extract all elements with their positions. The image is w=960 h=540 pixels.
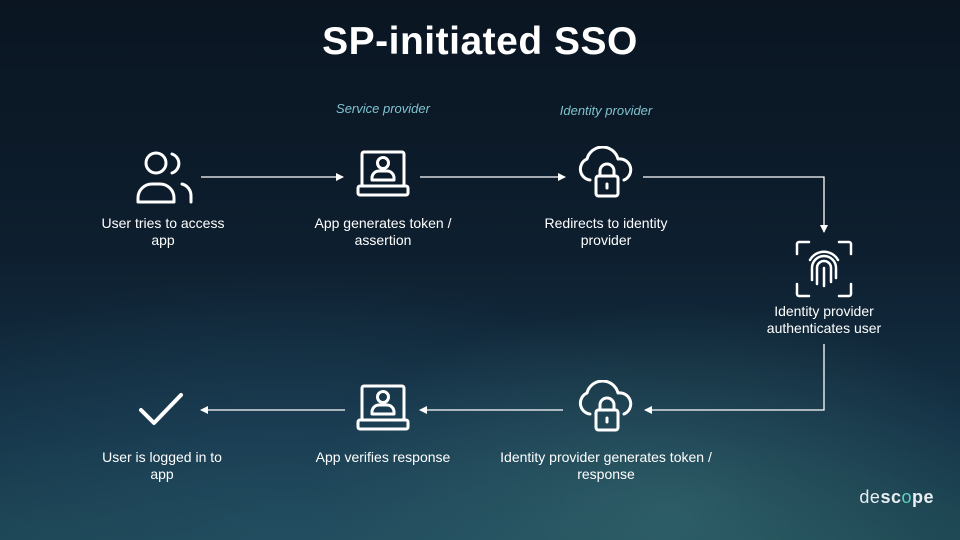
step-4-label: Identity provider authenticates user	[766, 303, 882, 336]
arrow-step3-to-step4	[643, 176, 828, 233]
arrow-step4-to-step5	[644, 344, 825, 414]
step-6-label: App verifies response	[315, 449, 451, 465]
step-7-label: User is logged in to app	[102, 449, 222, 482]
cloud-lock-icon	[578, 380, 633, 432]
laptop-user-icon	[356, 150, 410, 197]
descope-logo: descope	[859, 487, 934, 507]
role-service-provider: Service provider	[336, 101, 430, 116]
role-identity-provider: Identity provider	[559, 103, 653, 118]
laptop-user-icon	[356, 384, 410, 431]
cloud-lock-icon	[578, 146, 633, 198]
step-5-label: Identity provider generates token / resp…	[500, 449, 712, 482]
step-2-label: App generates token / assertion	[314, 215, 452, 248]
fingerprint-scan-icon	[795, 240, 853, 298]
step-1-label: User tries to access app	[101, 215, 225, 248]
checkmark-icon	[139, 393, 183, 425]
users-icon	[136, 151, 193, 204]
page-title: SP-initiated SSO	[322, 20, 638, 63]
step-3-label: Redirects to identity provider	[544, 215, 668, 248]
